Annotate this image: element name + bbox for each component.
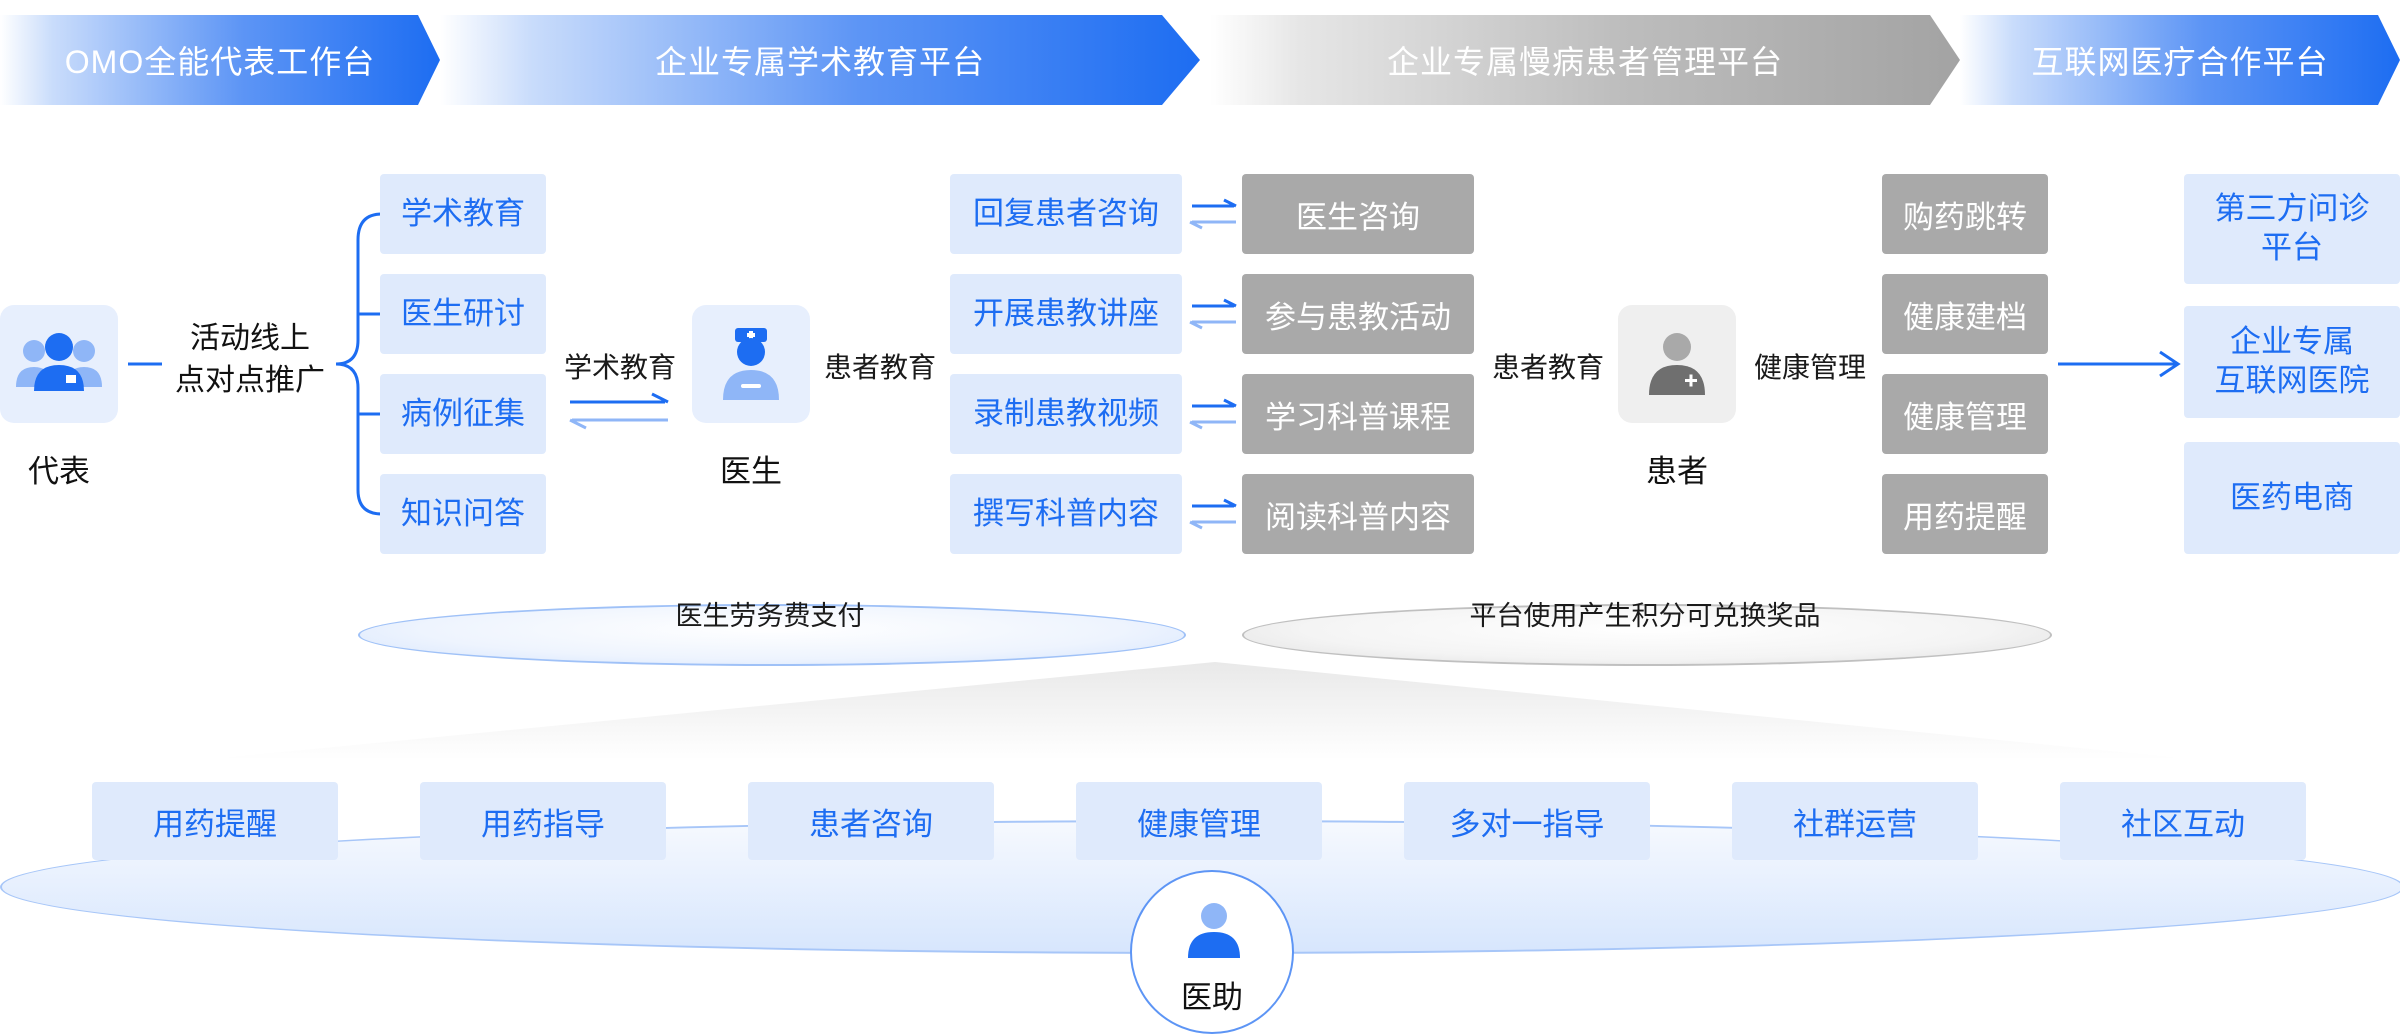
patient-name: 患者: [1646, 454, 1708, 489]
assistant-service-reminder: 用药提醒: [92, 782, 338, 860]
rep-avatar: [0, 305, 118, 423]
doctor-payment-label: 医生劳务费支付: [675, 601, 865, 631]
exchange-arrows-2: [1189, 298, 1237, 330]
academic-edu-label: 学术教育: [564, 352, 677, 383]
banner-chronic-platform: 企业专属慢病患者管理平台: [1210, 15, 1960, 105]
assistant-node: 医助: [1130, 870, 1294, 1034]
patient-action-read: 阅读科普内容: [1242, 474, 1474, 554]
patient-action-activity: 参与患教活动: [1242, 274, 1474, 354]
points-label: 平台使用产生积分可兑换奖品: [1469, 601, 1821, 631]
doctor-action-video: 录制患教视频: [950, 374, 1182, 454]
patient-service-reminder: 用药提醒: [1882, 474, 2048, 554]
support-funnel: [200, 662, 2200, 760]
doctor-icon: [723, 328, 779, 400]
doctor-action-article: 撰写科普内容: [950, 474, 1182, 554]
banner-label: 企业专属学术教育平台: [654, 44, 985, 80]
health-mgmt-label: 健康管理: [1754, 352, 1867, 383]
patient-service-health: 健康管理: [1882, 374, 2048, 454]
banner-academic-platform: 企业专属学术教育平台: [440, 15, 1200, 105]
banner-label: 互联网医疗合作平台: [2031, 44, 2329, 80]
patient-service-purchase: 购药跳转: [1882, 174, 2048, 254]
rep-promo-label: 活动线上 点对点推广: [175, 322, 325, 397]
doctor-action-reply: 回复患者咨询: [950, 174, 1182, 254]
partner-internet-hospital: 企业专属 互联网医院: [2184, 306, 2400, 418]
exchange-arrows-4: [1189, 498, 1237, 530]
exchange-arrows-1: [1189, 198, 1237, 230]
rep-items-bracket: [335, 212, 383, 516]
exchange-arrows-3: [1189, 398, 1237, 430]
patient-service-records: 健康建档: [1882, 274, 2048, 354]
rep-item-seminar: 医生研讨: [380, 274, 546, 354]
banner-label: 企业专属慢病患者管理平台: [1386, 44, 1783, 80]
doctor-name: 医生: [720, 454, 782, 489]
partner-pharma-ecommerce: 医药电商: [2184, 442, 2400, 554]
rep-item-academic: 学术教育: [380, 174, 546, 254]
banner-label: OMO全能代表工作台: [64, 44, 376, 80]
patient-avatar: [1618, 305, 1736, 423]
academic-exchange-arrows: [569, 392, 669, 430]
team-icon: [16, 333, 102, 391]
assistant-service-community-interaction: 社区互动: [2060, 782, 2306, 860]
assistant-icon: [1188, 903, 1240, 958]
rep-name: 代表: [28, 454, 90, 489]
partner-third-party-consult: 第三方问诊 平台: [2184, 174, 2400, 284]
patient-edu-label-doctor: 患者教育: [824, 352, 937, 383]
rep-item-qa: 知识问答: [380, 474, 546, 554]
patient-action-course: 学习科普课程: [1242, 374, 1474, 454]
assistant-service-health: 健康管理: [1076, 782, 1322, 860]
patient-action-consult: 医生咨询: [1242, 174, 1474, 254]
points-platform: [1242, 604, 2052, 666]
doctor-payment-platform: [358, 604, 1186, 666]
doctor-avatar: [692, 305, 810, 423]
banner-omo-workbench: OMO全能代表工作台: [0, 15, 440, 105]
assistant-service-consult: 患者咨询: [748, 782, 994, 860]
assistant-service-multi-guidance: 多对一指导: [1404, 782, 1650, 860]
patient-edu-label: 患者教育: [1492, 352, 1605, 383]
assistant-name: 医助: [1181, 980, 1243, 1015]
rep-item-cases: 病例征集: [380, 374, 546, 454]
services-to-partners-arrow: [2058, 350, 2181, 378]
assistant-service-community-ops: 社群运营: [1732, 782, 1978, 860]
doctor-action-lecture: 开展患教讲座: [950, 274, 1182, 354]
patient-icon: [1649, 333, 1705, 395]
assistant-service-guidance: 用药指导: [420, 782, 666, 860]
banner-internet-medical-platform: 互联网医疗合作平台: [1960, 15, 2400, 105]
